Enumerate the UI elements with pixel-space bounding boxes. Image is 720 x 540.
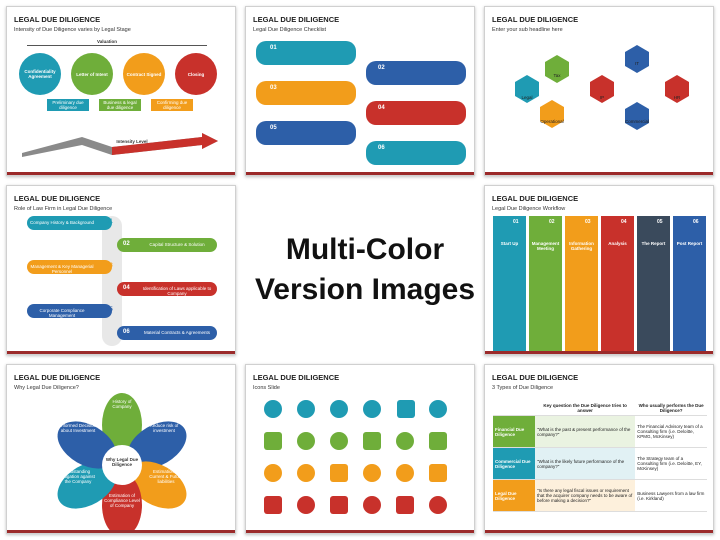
petal-5: Outstanding Litigation against the Compa… <box>61 469 95 484</box>
role-num-3: 03 <box>106 263 113 269</box>
center-line-2: Version Images <box>254 273 476 306</box>
slide-subtitle: Enter your sub headline here <box>492 27 563 33</box>
slide-title: LEGAL DUE DILIGENCE <box>492 373 579 382</box>
slide-subtitle: 3 Types of Due Diligence <box>492 385 554 391</box>
slide-title: LEGAL DUE DILIGENCE <box>492 194 579 203</box>
slide-subtitle: Why Legal Due Diligence? <box>14 385 79 391</box>
role-num-1: 01 <box>106 219 113 225</box>
slide-subtitle: Legal Due Diligence Workflow <box>492 206 566 212</box>
workflow-col-6: Post Report <box>676 241 703 246</box>
slide-subtitle: Legal Due Diligence Checklist <box>253 27 327 33</box>
role-item-3: Management & Key Managerial Personnel <box>30 264 94 274</box>
hex-label-ip: IP <box>599 95 605 100</box>
row-question-3: "Is there any legal fiscal issues or req… <box>535 479 636 512</box>
slide-subtitle: Role of Law Firm in Legal Due Diligence <box>14 206 113 212</box>
row-question-1: "What is the past & present performance … <box>535 415 636 448</box>
slide-title: LEGAL DUE DILIGENCE <box>492 15 579 24</box>
stage-note-1: Preliminary due diligence <box>47 99 89 111</box>
checklist-num-5: 05 <box>270 125 277 131</box>
stage-circle-3: Contract Signed <box>123 53 165 95</box>
role-item-5: Corporate Compliance Management <box>39 308 85 318</box>
slide-thumbnail-7[interactable]: LEGAL DUE DILIGENCE Icons Slide <box>245 364 475 534</box>
hex-label-commercial: Commercial <box>624 119 649 124</box>
due-diligence-table: Key question the Due Diligence tries to … <box>493 401 707 512</box>
hex-label-it: IT <box>635 61 639 66</box>
role-item-2: Capital Structure & Solution <box>149 242 205 247</box>
table-header-1: Key question the Due Diligence tries to … <box>535 401 636 416</box>
role-item-4: Identification of Laws applicable to Com… <box>142 286 212 296</box>
hexagon-diagram <box>515 45 689 130</box>
workflow-col-1: Start Up <box>500 241 519 246</box>
petal-2: Reduce risk of investment <box>149 423 179 433</box>
stage-note-3: Confirming due diligence <box>151 99 193 111</box>
slide-thumbnail-5[interactable]: LEGAL DUE DILIGENCE Legal Due Diligence … <box>484 185 714 355</box>
petal-1: History of Company <box>112 399 132 409</box>
slide-subtitle: Intensity of Due Diligence varies by Leg… <box>14 27 131 33</box>
intensity-arrow <box>22 133 218 157</box>
center-heading: Multi-Color Version Images <box>250 230 480 310</box>
hex-label-operational: Operational <box>540 119 564 124</box>
role-item-6: Material Contracts & Agreements <box>143 330 211 335</box>
workflow-num-6: 06 <box>693 219 699 225</box>
checklist-num-1: 01 <box>270 45 277 51</box>
role-num-2: 02 <box>123 241 130 247</box>
row-question-2: "What is the likely future performance o… <box>535 447 636 480</box>
slide-subtitle: Icons Slide <box>253 385 280 391</box>
slide-thumbnail-1[interactable]: LEGAL DUE DILIGENCE Intensity of Due Dil… <box>6 6 236 176</box>
workflow-num-3: 03 <box>585 219 591 225</box>
slide-thumbnail-6[interactable]: LEGAL DUE DILIGENCE Why Legal Due Dilige… <box>6 364 236 534</box>
stage-circle-4: Closing <box>175 53 217 95</box>
petal-4: Estimation of Compliance Level of Compan… <box>104 493 140 508</box>
slide-title: LEGAL DUE DILIGENCE <box>14 373 101 382</box>
petal-3: Estimation of Current & Future liabiliti… <box>149 469 183 484</box>
slide-title: LEGAL DUE DILIGENCE <box>14 15 101 24</box>
slide-thumbnail-3[interactable]: LEGAL DUE DILIGENCE Enter your sub headl… <box>484 6 714 176</box>
slide-thumbnail-2[interactable]: LEGAL DUE DILIGENCE Legal Due Diligence … <box>245 6 475 176</box>
stage-circle-1: Confidentiality Agreement <box>19 53 61 95</box>
slide-title: LEGAL DUE DILIGENCE <box>253 373 340 382</box>
petal-6: Informed Decision about Investment <box>59 423 97 433</box>
row-performer-2: The Strategy team of a Consulting firm (… <box>635 447 707 480</box>
hex-label-tax: Tax <box>553 73 561 78</box>
workflow-col-4: Analysis <box>608 241 627 246</box>
row-performer-3: Business Lawyers from a law firm (i.e. K… <box>635 479 707 512</box>
icon-grid <box>264 400 447 514</box>
row-label-1: Financial Due Diligence <box>493 415 535 448</box>
hex-label-hr: HR <box>673 95 681 100</box>
table-header-2: Who usually performs the Due Diligence? <box>635 401 707 416</box>
role-num-6: 06 <box>123 329 130 335</box>
role-num-5: 05 <box>106 307 113 313</box>
stage-circle-2: Letter of Intent <box>71 53 113 95</box>
petal-core: Why Legal Due Diligence <box>105 457 139 467</box>
stage-note-2: Business & legal due diligence <box>99 99 141 111</box>
intensity-label: Intensity Level <box>116 139 148 144</box>
row-performer-1: The Financial Advisory team of a Consult… <box>635 415 707 448</box>
petal-diagram <box>57 393 187 533</box>
workflow-col-5: The Report <box>641 241 666 246</box>
role-num-4: 04 <box>123 285 130 291</box>
checklist-num-2: 02 <box>378 65 385 71</box>
valuation-label: Valuation <box>96 39 117 44</box>
hex-label-legal: Legal <box>521 95 533 100</box>
checklist-num-4: 04 <box>378 105 385 111</box>
center-line-1: Multi-Color <box>285 233 445 266</box>
row-label-3: Legal Due Diligence <box>493 479 535 512</box>
slide-thumbnail-4[interactable]: LEGAL DUE DILIGENCE Role of Law Firm in … <box>6 185 236 355</box>
workflow-col-2: Management Meeting <box>531 241 560 251</box>
checklist-num-6: 06 <box>378 145 385 151</box>
slide-title: LEGAL DUE DILIGENCE <box>253 15 340 24</box>
workflow-col-3: Information Gathering <box>569 241 594 251</box>
row-label-2: Commercial Due Diligence <box>493 447 535 480</box>
role-item-1: Company History & Background <box>29 220 95 225</box>
slide-thumbnail-8[interactable]: LEGAL DUE DILIGENCE 3 Types of Due Dilig… <box>484 364 714 534</box>
workflow-num-2: 02 <box>549 219 555 225</box>
workflow-num-1: 01 <box>513 219 519 225</box>
slide-title: LEGAL DUE DILIGENCE <box>14 194 101 203</box>
workflow-num-4: 04 <box>621 219 627 225</box>
checklist-num-3: 03 <box>270 85 277 91</box>
workflow-num-5: 05 <box>657 219 663 225</box>
